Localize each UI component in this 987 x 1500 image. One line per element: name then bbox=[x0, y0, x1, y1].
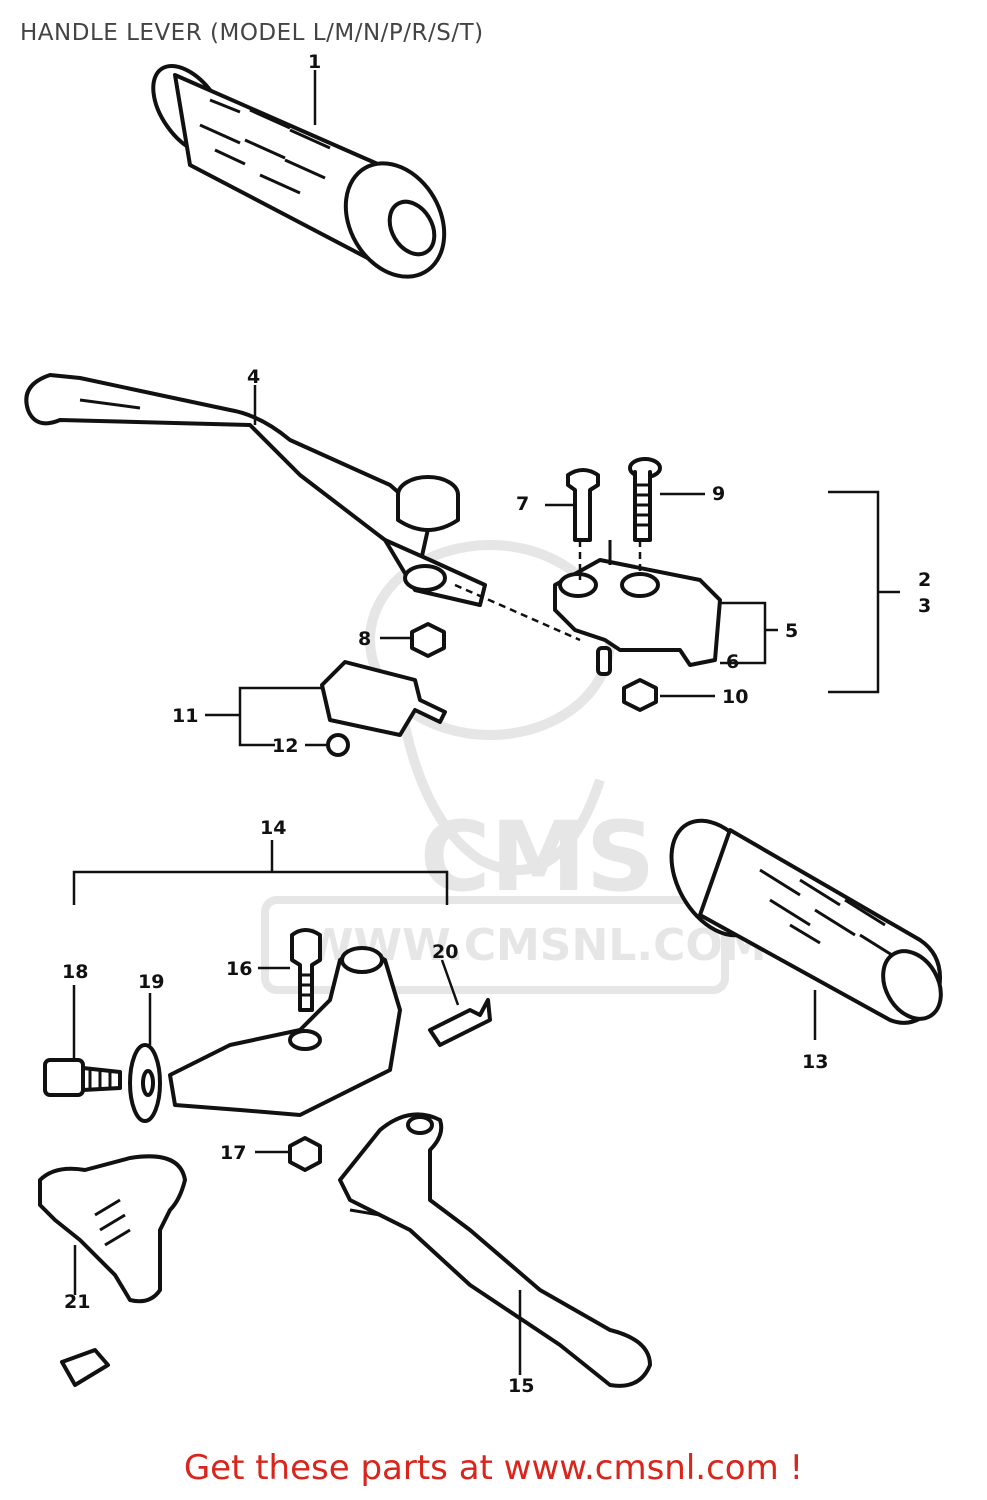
callout-5: 5 bbox=[785, 620, 798, 642]
screw-bolt bbox=[628, 457, 662, 542]
clutch-holder bbox=[168, 946, 402, 1117]
callout-8: 8 bbox=[358, 628, 371, 650]
brake-switch bbox=[320, 660, 447, 757]
watermark-logo: CMS bbox=[420, 801, 655, 913]
left-grip bbox=[669, 818, 943, 1025]
adjuster-18 bbox=[43, 1058, 122, 1097]
callout-21: 21 bbox=[64, 1291, 90, 1313]
callout-2: 2 bbox=[918, 569, 931, 591]
callout-6: 6 bbox=[726, 651, 739, 673]
callout-labels: 1 4 7 9 2 3 5 8 6 10 11 12 14 16 20 18 1… bbox=[62, 51, 931, 1397]
callout-3: 3 bbox=[918, 595, 931, 617]
callout-16: 16 bbox=[226, 958, 252, 980]
callout-10: 10 bbox=[722, 686, 748, 708]
watermark: CMS WWW.CMSNL.COM bbox=[261, 540, 767, 994]
bolt-16 bbox=[290, 928, 322, 1012]
callout-13: 13 bbox=[802, 1051, 828, 1073]
callout-9: 9 bbox=[712, 483, 725, 505]
callout-7: 7 bbox=[516, 493, 529, 515]
callout-19: 19 bbox=[138, 971, 164, 993]
lever-bracket bbox=[553, 540, 722, 667]
clutch-lever bbox=[338, 1112, 652, 1388]
washer-19 bbox=[128, 1043, 162, 1123]
bolt-20 bbox=[428, 998, 492, 1047]
small-clip-icon bbox=[60, 1348, 110, 1387]
footer-link[interactable]: Get these parts at www.cmsnl.com ! bbox=[183, 1448, 804, 1488]
page-title: HANDLE LEVER (MODEL L/M/N/P/R/S/T) bbox=[20, 20, 484, 46]
callout-1: 1 bbox=[308, 51, 321, 73]
nut-17 bbox=[288, 1136, 322, 1172]
lever-cover bbox=[38, 1154, 187, 1304]
throttle-grip bbox=[151, 64, 447, 279]
callout-14: 14 bbox=[260, 817, 286, 839]
callout-4: 4 bbox=[247, 366, 260, 388]
callout-12: 12 bbox=[272, 735, 298, 757]
leader-lines bbox=[72, 70, 900, 1375]
callout-18: 18 bbox=[62, 961, 88, 983]
callout-17: 17 bbox=[220, 1142, 246, 1164]
small-pin bbox=[596, 646, 612, 676]
brake-lever bbox=[24, 373, 487, 607]
nut-8 bbox=[410, 622, 446, 658]
nut-10 bbox=[622, 678, 658, 712]
callout-11: 11 bbox=[172, 705, 198, 727]
parts-diagram: CMS WWW.CMSNL.COM bbox=[24, 51, 943, 1397]
callout-20: 20 bbox=[432, 941, 458, 963]
callout-15: 15 bbox=[508, 1375, 534, 1397]
pivot-bolt bbox=[566, 468, 600, 542]
